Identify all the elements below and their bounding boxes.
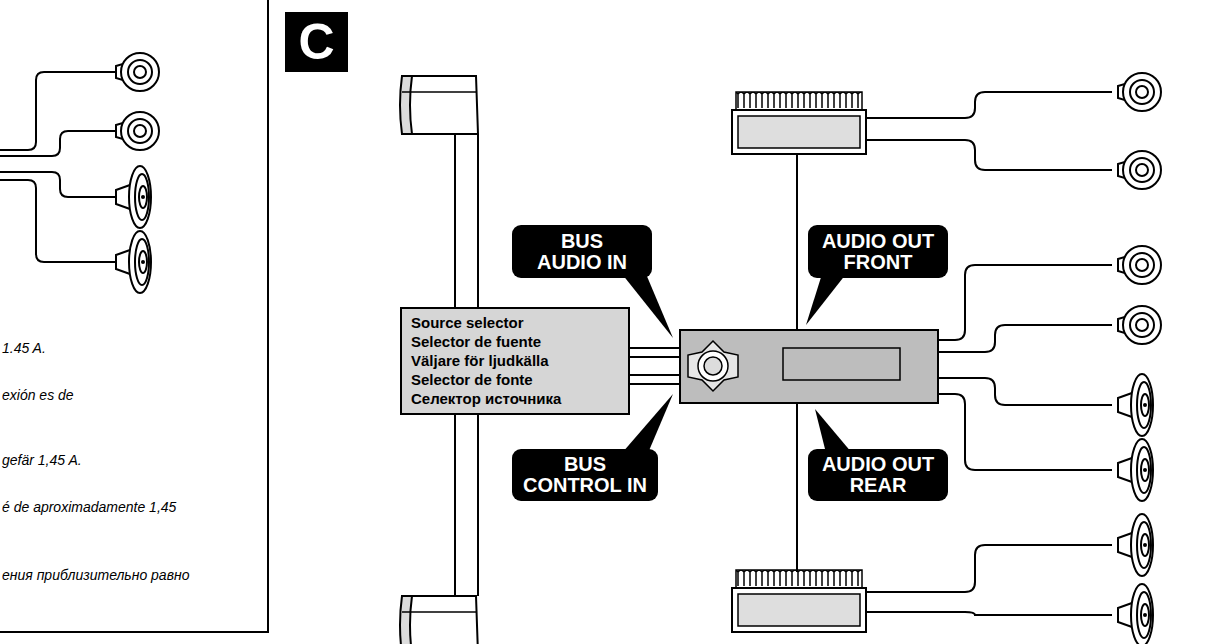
signal-name: BUS CONTROL IN <box>519 454 651 496</box>
panel-border <box>0 0 268 632</box>
signal-name: AUDIO OUT FRONT <box>817 231 939 273</box>
note-fragment: exión es de <box>2 387 74 403</box>
selector-label: Selector de fuente <box>411 332 619 351</box>
selector-label: Source selector <box>411 313 619 332</box>
speakers <box>116 53 159 293</box>
signal-name: AUDIO OUT REAR <box>817 454 939 496</box>
note-fragment: ения приблизительно равно <box>2 567 189 583</box>
signal-name: BUS AUDIO IN <box>532 231 632 273</box>
selector-label: Väljare för ljudkälla <box>411 351 619 370</box>
callout-box: BUS CONTROL IN <box>512 449 658 501</box>
selector-label: Селектор источника <box>411 389 619 408</box>
speaker-wires <box>0 72 116 262</box>
head-unit <box>680 330 938 403</box>
selector-label: Selector de fonte <box>411 370 619 389</box>
callout-box: BUS AUDIO IN <box>512 225 652 278</box>
note-fragment: é de aproximadamente 1,45 <box>2 499 176 515</box>
callout-box: AUDIO OUT FRONT <box>808 225 948 278</box>
note-fragment: 1.45 A. <box>2 340 46 356</box>
callout-pointer <box>622 274 852 453</box>
panel-letter: C <box>285 12 348 72</box>
callout-box: AUDIO OUT REAR <box>808 449 948 501</box>
speaker-wires <box>866 92 1112 615</box>
note-fragment: gefär 1,45 A. <box>2 452 82 468</box>
speakers <box>1118 73 1161 644</box>
text-box: Source selectorSelector de fuenteVäljare… <box>400 307 630 415</box>
